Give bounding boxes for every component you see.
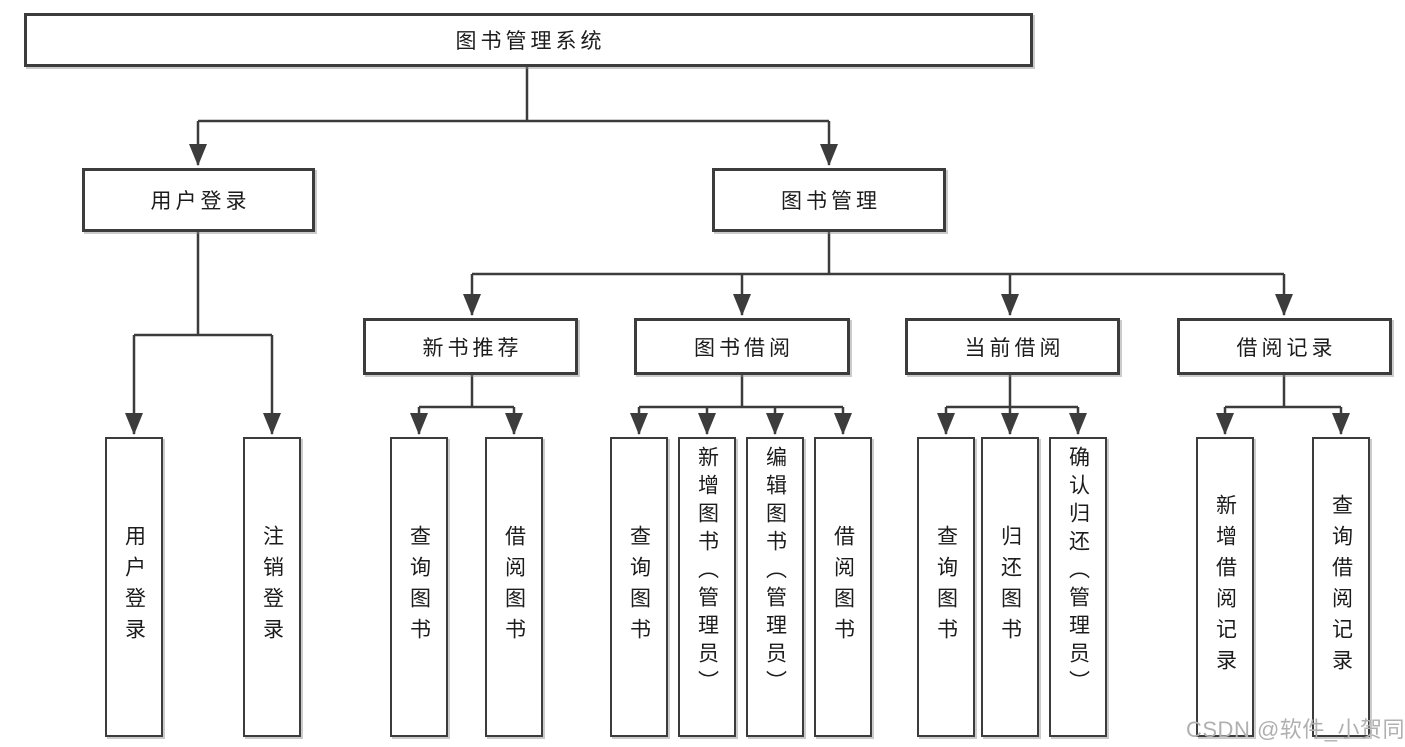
leaf-borrow-borrow-books: 借阅图书 xyxy=(814,437,872,737)
leaf-borrow-edit-books-admin: 编辑图书（管理员） xyxy=(746,437,804,737)
node-root-library-system: 图书管理系统 xyxy=(24,13,1033,67)
leaf-label: 借阅图书 xyxy=(502,525,526,649)
leaf-label: 编辑图书（管理员） xyxy=(763,446,787,698)
leaf-newbook-query-books: 查询图书 xyxy=(390,437,448,737)
node-label: 新书推荐 xyxy=(422,336,523,360)
leaf-logout: 注销登录 xyxy=(243,437,301,737)
node-new-book-recommend: 新书推荐 xyxy=(363,318,578,375)
csdn-watermark: CSDN @软件_小贺同学 xyxy=(1186,717,1405,742)
node-label: 借阅记录 xyxy=(1236,336,1337,360)
leaf-label: 用户登录 xyxy=(122,525,146,649)
node-label: 用户登录 xyxy=(150,190,251,213)
leaf-label: 查询借阅记录 xyxy=(1329,494,1353,680)
node-label: 图书管理 xyxy=(781,190,881,213)
leaf-label: 归还图书 xyxy=(998,525,1022,649)
leaf-current-return-books: 归还图书 xyxy=(981,437,1039,737)
leaf-user-login: 用户登录 xyxy=(105,437,163,737)
leaf-label: 新增图书（管理员） xyxy=(695,446,719,698)
leaf-label: 确认归还（管理员） xyxy=(1066,446,1090,698)
leaf-borrow-query-books: 查询图书 xyxy=(610,437,668,737)
leaf-label: 查询图书 xyxy=(627,525,651,649)
leaf-newbook-borrow-books: 借阅图书 xyxy=(485,437,543,737)
leaf-label: 新增借阅记录 xyxy=(1213,494,1237,680)
connector-trunks xyxy=(134,67,1341,409)
leaf-label: 借阅图书 xyxy=(831,525,855,649)
node-borrowing-records: 借阅记录 xyxy=(1177,318,1392,375)
leaf-label: 查询图书 xyxy=(934,525,958,649)
leaf-current-query-books: 查询图书 xyxy=(917,437,975,737)
node-user-login: 用户登录 xyxy=(82,168,315,232)
leaf-label: 查询图书 xyxy=(407,525,431,649)
leaf-records-query-record: 查询借阅记录 xyxy=(1312,437,1370,737)
leaf-records-add-record: 新增借阅记录 xyxy=(1196,437,1254,737)
node-book-management: 图书管理 xyxy=(712,168,946,232)
node-book-borrowing: 图书借阅 xyxy=(634,318,850,375)
node-label: 图书借阅 xyxy=(694,336,794,360)
leaf-current-confirm-return-admin: 确认归还（管理员） xyxy=(1049,437,1107,737)
connector-arrows xyxy=(125,121,1350,435)
leaf-borrow-add-books-admin: 新增图书（管理员） xyxy=(678,437,736,737)
node-label: 图书管理系统 xyxy=(455,30,606,53)
node-current-borrowing: 当前借阅 xyxy=(905,318,1120,375)
node-label: 当前借阅 xyxy=(964,336,1065,360)
leaf-label: 注销登录 xyxy=(260,525,284,649)
